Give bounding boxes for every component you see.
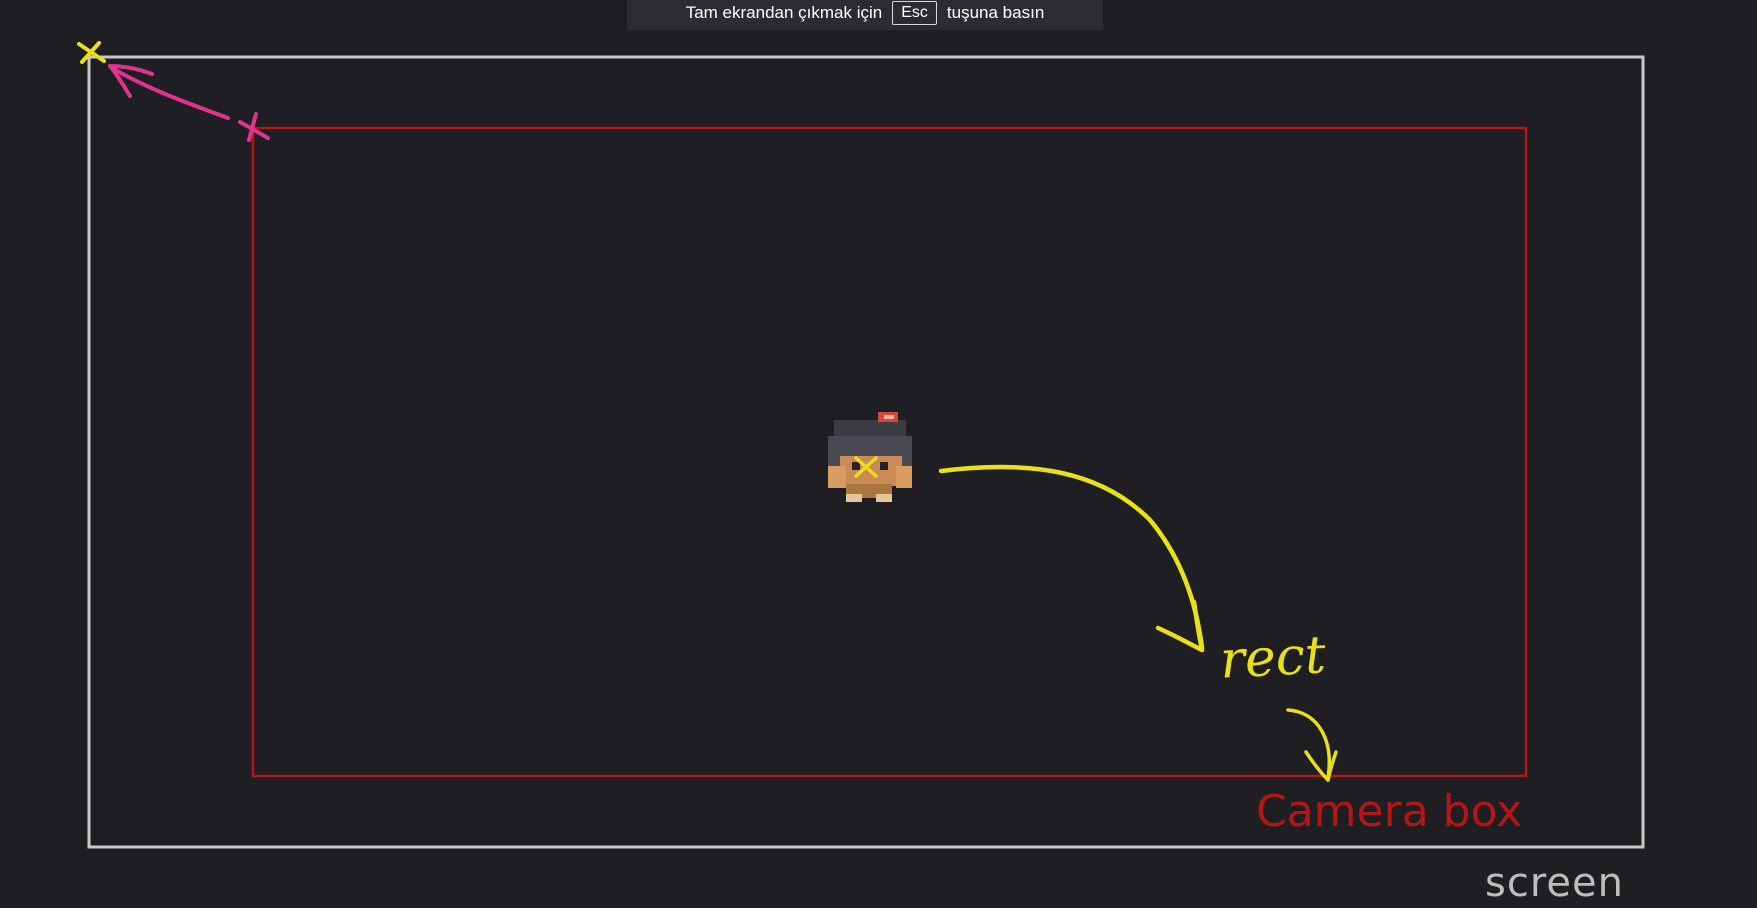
cross-mark-icon: [854, 456, 878, 478]
screen-label: screen: [1485, 860, 1624, 906]
camera-box-label: Camera box: [1256, 786, 1523, 837]
arrow-icon: [938, 464, 1205, 653]
camera-box-outline: [251, 126, 1528, 778]
arrow-icon: [108, 64, 230, 120]
arrow-icon: [1286, 708, 1338, 782]
screen-outline: [87, 55, 1645, 849]
esc-key-badge: Esc: [892, 1, 937, 25]
fullscreen-notice-after: tuşuna basın: [946, 3, 1045, 22]
rect-annotation-label: rect: [1218, 625, 1328, 691]
fullscreen-notice-before: Tam ekrandan çıkmak için: [685, 3, 883, 22]
fullscreen-exit-notice: Tam ekrandan çıkmak için Esc tuşuna bası…: [627, 0, 1103, 30]
player-sprite-icon: [828, 412, 912, 502]
cross-mark-icon: [238, 112, 270, 142]
cross-mark-icon: [77, 41, 106, 64]
